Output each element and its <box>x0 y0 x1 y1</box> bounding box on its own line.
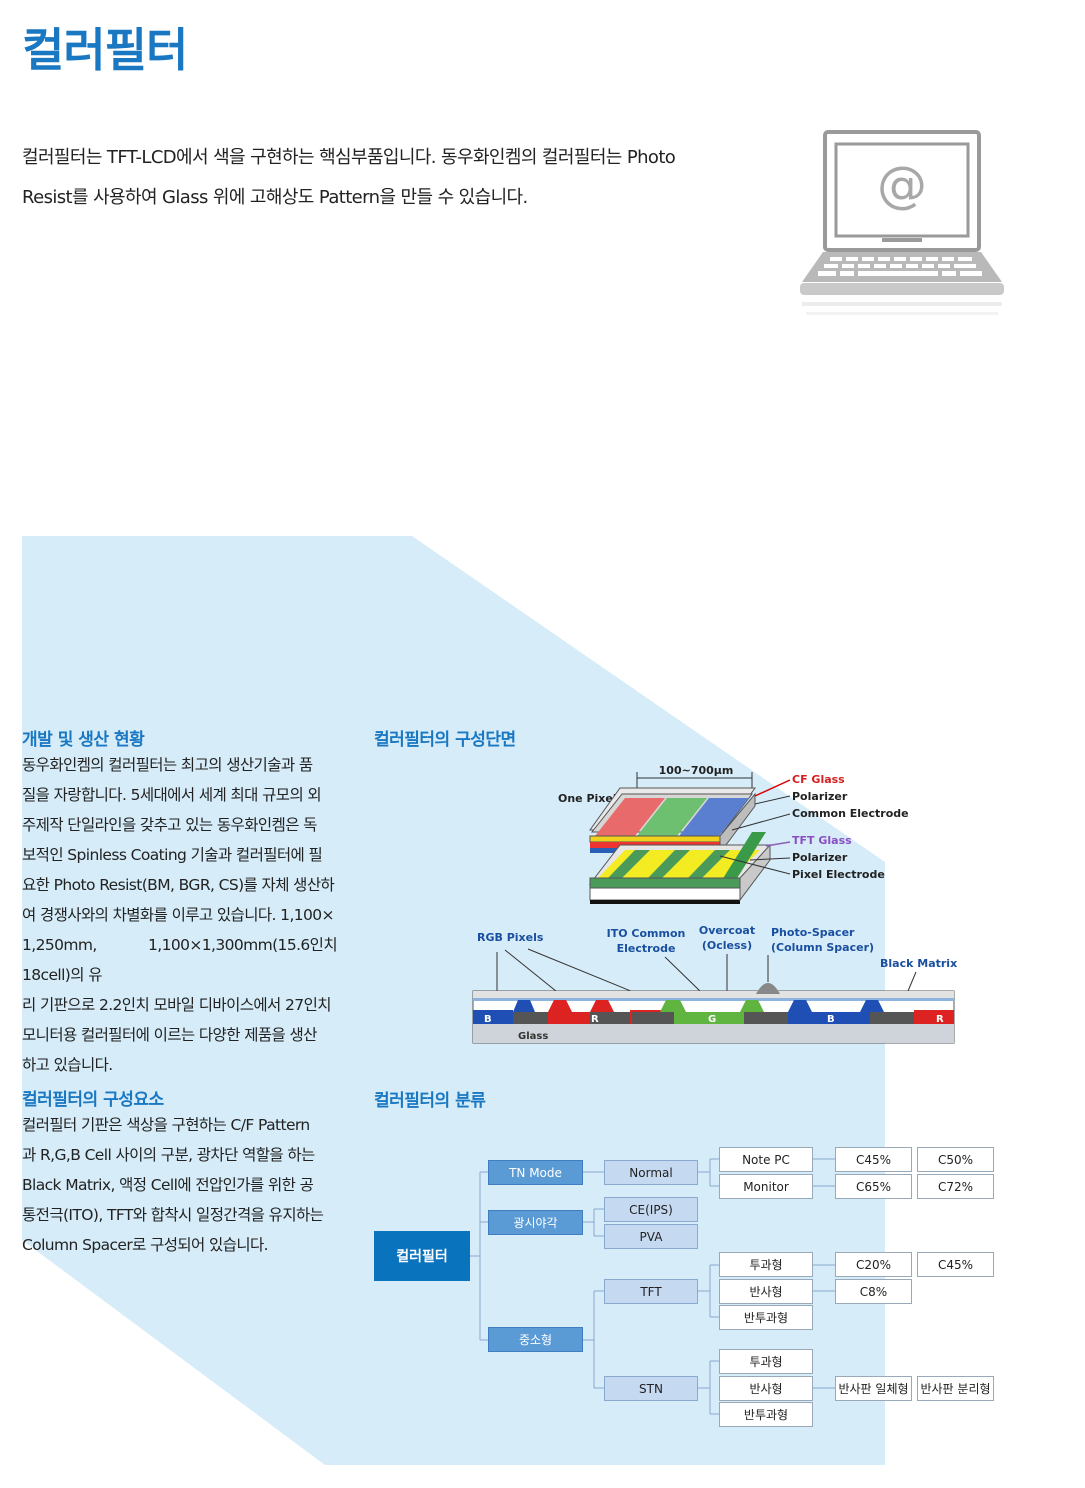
polarizer-label: Polarizer <box>792 790 848 803</box>
text-line: 주제작 단일라인을 갖추고 있는 동우화인켐은 독 <box>22 816 317 834</box>
c65-node: C65% <box>835 1174 912 1199</box>
text-line: Column Spacer로 구성되어 있습니다. <box>22 1236 269 1254</box>
separate-reflector-node: 반사판 분리형 <box>917 1376 994 1401</box>
text-line: Black Matrix, 액정 Cell에 전압인가를 위한 공 <box>22 1176 314 1194</box>
spacer-label: (Column Spacer) <box>771 941 874 954</box>
c20-node: C20% <box>835 1252 912 1277</box>
intro-text: 컬러필터는 TFT-LCD에서 색을 구현하는 핵심부품입니다. 동우화인켐의 … <box>22 138 762 218</box>
intro-line: Resist를 사용하여 Glass 위에 고해상도 Pattern을 만들 수… <box>22 187 528 208</box>
root-node: 컬러필터 <box>374 1231 470 1281</box>
tft-transflective-node: 반투과형 <box>719 1305 813 1330</box>
cell-r-label: R <box>936 1014 944 1025</box>
intro-line: 컬러필터는 TFT-LCD에서 색을 구현하는 핵심부품입니다. 동우화인켐의 … <box>22 147 676 168</box>
comp-section-body: 컬러필터 기판은 색상을 구현하는 C/F Pattern 과 R,G,B Ce… <box>22 1110 337 1260</box>
integrated-reflector-node: 반사판 일체형 <box>835 1376 912 1401</box>
text-line: 컬러필터 기판은 색상을 구현하는 C/F Pattern <box>22 1116 310 1134</box>
black-matrix-label: Black Matrix <box>880 957 957 970</box>
ito-label: ITO Common <box>607 927 686 940</box>
dev-section-title: 개발 및 생산 현황 <box>22 730 145 750</box>
normal-node: Normal <box>604 1160 698 1185</box>
tree-connectors <box>470 1158 835 1415</box>
text-line: 통전극(ITO), TFT와 합착시 일정간격을 유지하는 <box>22 1206 324 1224</box>
pva-node: PVA <box>604 1224 698 1249</box>
overcoat-label: Overcoat <box>699 924 755 937</box>
cell-b-label: B <box>484 1014 492 1025</box>
monitor-node: Monitor <box>719 1174 813 1199</box>
ceips-node: CE(IPS) <box>604 1197 698 1222</box>
dev-section-body: 동우화인켐의 컬러필터는 최고의 생산기술과 품 질을 자랑합니다. 5세대에서… <box>22 750 338 1080</box>
tft-transmissive-node: 투과형 <box>719 1252 813 1277</box>
note-pc-node: Note PC <box>719 1147 813 1172</box>
glass-label: Glass <box>518 1031 548 1042</box>
cf-glass-label: CF Glass <box>792 773 845 786</box>
page-title: 컬러필터 <box>22 23 188 77</box>
text-line: 요한 Photo Resist(BM, BGR, CS)를 자체 생산하 <box>22 876 335 894</box>
cell-b-label: B <box>827 1014 835 1025</box>
tft-node: TFT <box>604 1279 698 1304</box>
stn-transflective-node: 반투과형 <box>719 1402 813 1427</box>
pixel-electrode-label: Pixel Electrode <box>792 868 885 881</box>
tft-glass-label: TFT Glass <box>792 834 852 847</box>
text-line: 보적인 Spinless Coating 기술과 컬러필터에 필 <box>22 846 323 864</box>
overcoat-label: (Ocless) <box>702 939 752 952</box>
svg-text:@: @ <box>877 156 927 214</box>
text-line: 과 R,G,B Cell 사이의 구분, 광차단 역할을 하는 <box>22 1146 315 1164</box>
cell-g-label: G <box>708 1014 716 1025</box>
stn-reflective-node: 반사형 <box>719 1376 813 1401</box>
cross-section-title: 컬러필터의 구성단면 <box>374 730 516 750</box>
size-label: 100~700μm <box>659 764 734 777</box>
stn-node: STN <box>604 1376 698 1401</box>
c45-node: C45% <box>917 1252 994 1277</box>
classification-tree: 컬러필터 TN Mode 광시야각 중소형 Normal CE(IPS) PVA… <box>370 1140 1000 1440</box>
stn-transmissive-node: 투과형 <box>719 1349 813 1374</box>
c72-node: C72% <box>917 1174 994 1199</box>
tn-mode-node: TN Mode <box>488 1160 583 1185</box>
polarizer-label: Polarizer <box>792 851 848 864</box>
text-line: 하고 있습니다. <box>22 1056 113 1074</box>
text-line: 모니터용 컬러필터에 이르는 다양한 제품을 생산 <box>22 1026 317 1044</box>
text-line: 질을 자랑합니다. 5세대에서 세계 최대 규모의 외 <box>22 786 322 804</box>
text-line: 여 경쟁사와의 차별화를 이루고 있습니다. 1,100× <box>22 906 335 924</box>
text-line: 1,250mm, 1,100×1,300mm(15.6인치 18cell)의 유 <box>22 936 338 984</box>
c50-node: C50% <box>917 1147 994 1172</box>
comp-section-title: 컬러필터의 구성요소 <box>22 1090 164 1110</box>
laptop-icon: @ <box>800 130 1004 315</box>
cell-r-label: R <box>591 1014 599 1025</box>
text-line: 동우화인켐의 컬러필터는 최고의 생산기술과 품 <box>22 756 313 774</box>
tft-reflective-node: 반사형 <box>719 1279 813 1304</box>
classification-title: 컬러필터의 분류 <box>374 1091 486 1111</box>
one-pixel-label: One Pixel <box>558 792 617 805</box>
wide-view-node: 광시야각 <box>488 1210 583 1235</box>
c45-node: C45% <box>835 1147 912 1172</box>
text-line: 리 기판으로 2.2인치 모바일 디바이스에서 27인치 <box>22 996 331 1014</box>
c8-node: C8% <box>835 1279 912 1304</box>
ito-label: Electrode <box>617 942 676 955</box>
small-mid-node: 중소형 <box>488 1327 583 1352</box>
common-electrode-label: Common Electrode <box>792 807 909 820</box>
rgb-pixels-label: RGB Pixels <box>477 931 544 944</box>
cross-section-diagram: 100~700μm One Pixel CF Glass Polarizer C… <box>472 764 957 1044</box>
spacer-label: Photo-Spacer <box>771 926 855 939</box>
